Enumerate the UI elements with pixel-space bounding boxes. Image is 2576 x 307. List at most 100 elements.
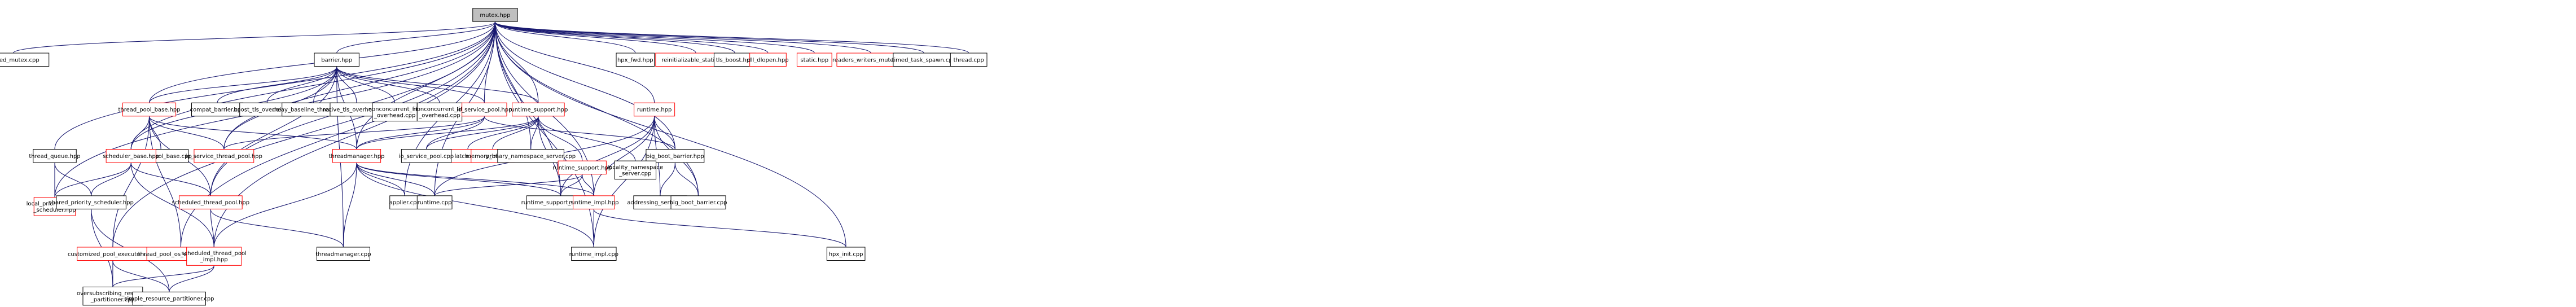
edge-barrier-to-nonconc_fifo: [337, 67, 396, 103]
node-big_boot_h[interactable]: big_boot_barrier.hpp: [646, 149, 705, 163]
node-label: nonconcurrent_fifo: [368, 107, 422, 113]
node-bbb_cpp[interactable]: big_boot_barrier.cpp: [670, 195, 727, 209]
node-shared_mutex[interactable]: shared_mutex.cpp: [0, 52, 50, 67]
node-label: runtime.cpp: [418, 200, 452, 206]
edge-root-to-shared_mutex: [12, 22, 495, 54]
node-io_sp[interactable]: io_service_pool.hpp: [457, 102, 512, 117]
node-label: _scheduler.hpp: [33, 207, 76, 213]
edge-root-to-dll_dlopen: [495, 22, 769, 54]
edge-threadmgr_h-to-stpi: [213, 163, 357, 247]
node-box: [826, 247, 866, 261]
node-label: thread_pool_base.cpp: [130, 154, 191, 160]
node-runtime_cpp[interactable]: runtime.cpp: [416, 195, 453, 209]
edge-root-to-hpx_fwd: [495, 22, 636, 54]
node-label: scheduled_thread_pool: [182, 251, 247, 257]
node-primary_ns[interactable]: primary_namespace_server.cpp: [486, 149, 576, 163]
node-box: [416, 195, 453, 209]
node-label: _partitioner.cpp: [90, 297, 135, 303]
node-box: [646, 149, 705, 163]
node-barrier[interactable]: barrier.hpp: [314, 52, 359, 67]
edge-barrier-to-native_tls: [337, 67, 357, 103]
node-label: delay_baseline_threaded.cpp: [273, 107, 355, 113]
node-label: addressing_service.cpp: [627, 200, 693, 206]
node-label: thread.cpp: [954, 57, 984, 63]
node-io_sth[interactable]: io_service_thread_pool.hpp: [186, 149, 262, 163]
node-label: hpx_init.cpp: [829, 251, 863, 257]
node-box: [573, 195, 615, 209]
node-timed_task[interactable]: timed_task_spawn.cpp: [892, 52, 956, 67]
node-root[interactable]: mutex.hpp: [472, 8, 518, 22]
edge-sched_base-to-stp_h: [131, 163, 211, 196]
node-static_h[interactable]: static.hpp: [796, 52, 832, 67]
node-rt_support2[interactable]: runtime_support.hpp: [552, 160, 612, 175]
node-locality_ns[interactable]: locality_namespace_server.cpp: [608, 160, 664, 179]
edge-barrier-to-compat_barrier: [217, 67, 337, 103]
node-threadmgr_h[interactable]: threadmanager.hpp: [328, 149, 385, 163]
node-rt_impl_h[interactable]: runtime_impl.hpp: [569, 195, 618, 209]
node-box: [634, 102, 675, 117]
edge-sched_base-to-lpq: [54, 163, 131, 198]
edge-rt_support_h-to-threadmgr_h: [356, 117, 538, 150]
edge-tpb_h-to-io_sth: [150, 117, 225, 150]
node-box: [194, 149, 254, 163]
node-threadmgr_cpp[interactable]: threadmanager.cpp: [315, 247, 371, 261]
node-compat_barrier[interactable]: compat_barrier.cpp: [190, 102, 245, 117]
edge-tpb_h-to-sched_base: [130, 117, 149, 150]
edge-barrier-to-rt_support_h: [337, 67, 539, 103]
edge-rt_support_h-to-io_sp_cpp: [425, 117, 538, 150]
node-thread_queue[interactable]: thread_queue.hpp: [29, 149, 81, 163]
edge-root-to-hpx_init: [495, 22, 846, 247]
node-label: threadmanager.cpp: [315, 251, 371, 257]
node-nonconc_fifo[interactable]: nonconcurrent_fifo_overhead.cpp: [368, 102, 422, 122]
node-label: primary_namespace_server.cpp: [486, 154, 576, 160]
node-label: static.hpp: [800, 57, 828, 63]
edge-threadmgr_h-to-rtss_cpp: [357, 163, 561, 196]
node-rt_impl_cpp[interactable]: runtime_impl.cpp: [569, 247, 618, 261]
node-label: shared_priority_scheduler.hpp: [49, 200, 133, 206]
node-box: [512, 102, 565, 117]
edge-io_sp-to-io_sth: [223, 117, 484, 150]
edge-root-to-thread_queue: [54, 22, 495, 150]
node-hpx_init[interactable]: hpx_init.cpp: [826, 247, 866, 261]
node-box: [614, 160, 657, 179]
node-sps[interactable]: shared_priority_scheduler.hpp: [49, 195, 134, 209]
edge-rt_support_h-to-latch: [467, 117, 538, 150]
edge-root-to-barrier: [336, 22, 495, 54]
edge-runtime_h-to-rt_impl_h: [593, 117, 654, 196]
node-simple_rp[interactable]: simple_resource_partitioner.cpp: [124, 291, 214, 306]
edge-barrier-to-nonconc_lifo: [337, 67, 440, 103]
node-label: simple_resource_partitioner.cpp: [124, 296, 214, 302]
graph-nodes: mutex.hpp shared_mutex.cpp barrier.hpp hpx_…: [0, 8, 988, 306]
node-label: hpx_fwd.hpp: [617, 57, 653, 63]
node-dll_dlopen[interactable]: dll_dlopen.hpp: [747, 52, 789, 67]
node-sched_base[interactable]: scheduler_base.hpp: [103, 149, 159, 163]
node-label: local_priority_queue: [27, 201, 84, 207]
node-hpx_fwd[interactable]: hpx_fwd.hpp: [616, 52, 655, 67]
node-label: big_boot_barrier.cpp: [670, 200, 727, 206]
node-thread_cpp[interactable]: thread.cpp: [950, 52, 988, 67]
edge-io_sp-to-threadmgr_h: [356, 117, 484, 150]
node-box: [332, 149, 381, 163]
node-io_sp_cpp[interactable]: io_service_pool.cpp: [399, 149, 454, 163]
node-box: [796, 52, 832, 67]
node-stp_h[interactable]: scheduled_thread_pool.hpp: [172, 195, 250, 209]
node-rt_support_h[interactable]: runtime_support.hpp: [508, 102, 568, 117]
node-applier[interactable]: applier.cpp: [389, 195, 420, 209]
node-box: [462, 102, 507, 117]
node-box: [56, 195, 126, 209]
node-runtime_h[interactable]: runtime.hpp: [634, 102, 675, 117]
node-tpb_h[interactable]: thread_pool_base.hpp: [118, 102, 181, 117]
node-delay_baseline[interactable]: delay_baseline_threaded.cpp: [273, 102, 355, 117]
node-label: oversubscribing_resource: [77, 291, 149, 297]
node-box: [950, 52, 988, 67]
node-label: latch.hpp: [454, 154, 481, 160]
edge-big_boot_h-to-addr_svc: [660, 163, 675, 196]
edge-tpb_h-to-cpe: [112, 117, 150, 247]
edge-root-to-timed_task: [495, 22, 924, 54]
node-stpi[interactable]: scheduled_thread_pool_impl.hpp: [182, 247, 247, 266]
edge-threadmgr_h-to-threadmgr_cpp: [343, 163, 357, 247]
node-box: [497, 149, 564, 163]
edge-threadmgr_h-to-rt_impl_cpp: [357, 163, 594, 247]
dependency-edges: [12, 22, 969, 292]
node-box: [106, 149, 156, 163]
